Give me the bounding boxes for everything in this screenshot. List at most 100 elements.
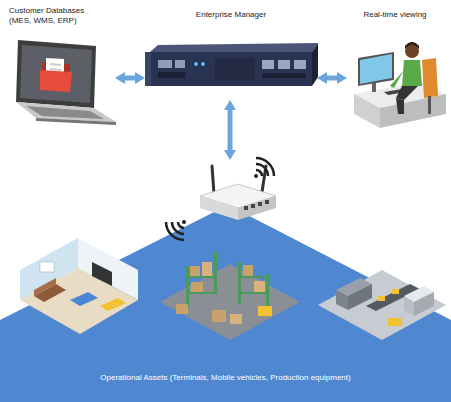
data-flow-arrow xyxy=(125,76,135,81)
system-node: Real-time viewing xyxy=(347,4,446,129)
wifi-symbol xyxy=(256,170,262,176)
asset-band: Operational Assets (Terminals, Mobile ve… xyxy=(0,160,451,402)
wireless-router xyxy=(212,166,214,194)
warehouse-area xyxy=(190,266,200,276)
operator-workstation xyxy=(360,54,392,84)
warehouse-area xyxy=(230,314,242,324)
laptop-icon xyxy=(42,62,70,88)
warehouse-area xyxy=(238,276,269,278)
home-room xyxy=(40,262,54,272)
operator-workstation xyxy=(354,94,380,128)
home-room xyxy=(70,292,98,306)
laptop-icon xyxy=(40,70,72,92)
home-room xyxy=(100,298,126,311)
server-icon xyxy=(194,62,198,66)
operator-workstation xyxy=(396,86,418,100)
production-floor xyxy=(414,292,434,316)
operator-workstation xyxy=(380,94,446,128)
home-room xyxy=(92,262,112,286)
production-floor xyxy=(336,290,348,310)
data-flow-arrow xyxy=(327,76,337,81)
server-icon xyxy=(150,52,312,86)
wireless-router xyxy=(258,202,262,206)
laptop-icon xyxy=(20,45,92,103)
wireless-router xyxy=(200,166,276,220)
warehouse-area xyxy=(191,282,203,292)
laptop-icon xyxy=(16,40,116,125)
server-icon xyxy=(294,60,306,69)
laptop-icon xyxy=(16,102,116,122)
server-icon xyxy=(150,43,318,52)
home-room xyxy=(20,268,138,334)
production-floor xyxy=(318,270,446,340)
wifi-symbol xyxy=(256,158,274,176)
operator-workstation xyxy=(396,98,404,114)
warehouse-area xyxy=(258,306,272,316)
operator-workstation xyxy=(354,82,446,108)
warehouse-area xyxy=(266,274,269,316)
wireless-router xyxy=(251,204,255,208)
node-label: Customer Databases (MES, WMS, ERP) xyxy=(9,6,95,26)
laptop-icon xyxy=(26,106,104,119)
laptop-icon xyxy=(50,68,61,71)
server-icon xyxy=(312,43,318,86)
server-icon xyxy=(145,52,151,86)
production-floor xyxy=(336,278,372,296)
warehouse-area xyxy=(243,265,253,276)
home-room xyxy=(34,278,56,296)
home-room xyxy=(78,238,138,300)
laptop-icon xyxy=(16,40,96,108)
server-icon xyxy=(158,60,172,68)
server-icon xyxy=(175,60,185,68)
production-floor xyxy=(392,289,399,294)
warehouse-area xyxy=(186,266,189,308)
wifi-symbol xyxy=(256,164,268,176)
node-label: Operational Assets (Terminals, Mobile ve… xyxy=(50,373,401,383)
warehouse-area xyxy=(176,304,188,314)
production-floor xyxy=(348,284,372,310)
wifi-symbol xyxy=(254,174,258,178)
laptop-icon xyxy=(46,58,64,80)
operator-workstation xyxy=(358,52,394,86)
production-floor xyxy=(318,270,446,340)
band-outline xyxy=(0,160,451,402)
operator-workstation xyxy=(372,82,376,92)
server-icon xyxy=(201,62,205,66)
operator-workstation xyxy=(405,44,419,58)
operator-workstation xyxy=(402,60,422,86)
wifi-symbol xyxy=(178,222,184,228)
data-flow-arrow xyxy=(228,110,233,150)
home-room xyxy=(20,238,78,300)
warehouse-area xyxy=(160,252,300,340)
home-room xyxy=(20,238,138,334)
operator-workstation xyxy=(390,66,406,88)
server-icon xyxy=(262,73,306,78)
warehouse-area xyxy=(238,292,269,294)
server-icon xyxy=(262,60,274,69)
warehouse-area xyxy=(254,281,265,292)
wifi-symbol xyxy=(166,220,186,240)
wireless-router xyxy=(200,196,238,220)
wifi-symbol xyxy=(254,158,274,178)
operator-workstation xyxy=(405,42,419,49)
production-floor xyxy=(388,318,402,326)
wireless-router xyxy=(262,166,266,192)
wireless-router xyxy=(265,200,269,204)
server-icon xyxy=(145,43,318,86)
warehouse-area xyxy=(186,276,217,278)
production-floor xyxy=(404,296,414,316)
node-label: Enterprise Manager xyxy=(145,10,317,20)
server-icon xyxy=(215,58,255,80)
server-icon xyxy=(278,60,290,69)
home-room xyxy=(34,284,66,302)
wifi-symbol xyxy=(182,220,186,224)
node-label: Real-time viewing xyxy=(349,10,441,20)
wireless-router xyxy=(244,206,248,210)
band-shape xyxy=(0,205,451,402)
wifi-symbol xyxy=(172,222,184,234)
system-node: Enterprise Manager xyxy=(145,4,317,100)
operator-workstation xyxy=(384,89,406,95)
warehouse-area xyxy=(186,292,217,294)
